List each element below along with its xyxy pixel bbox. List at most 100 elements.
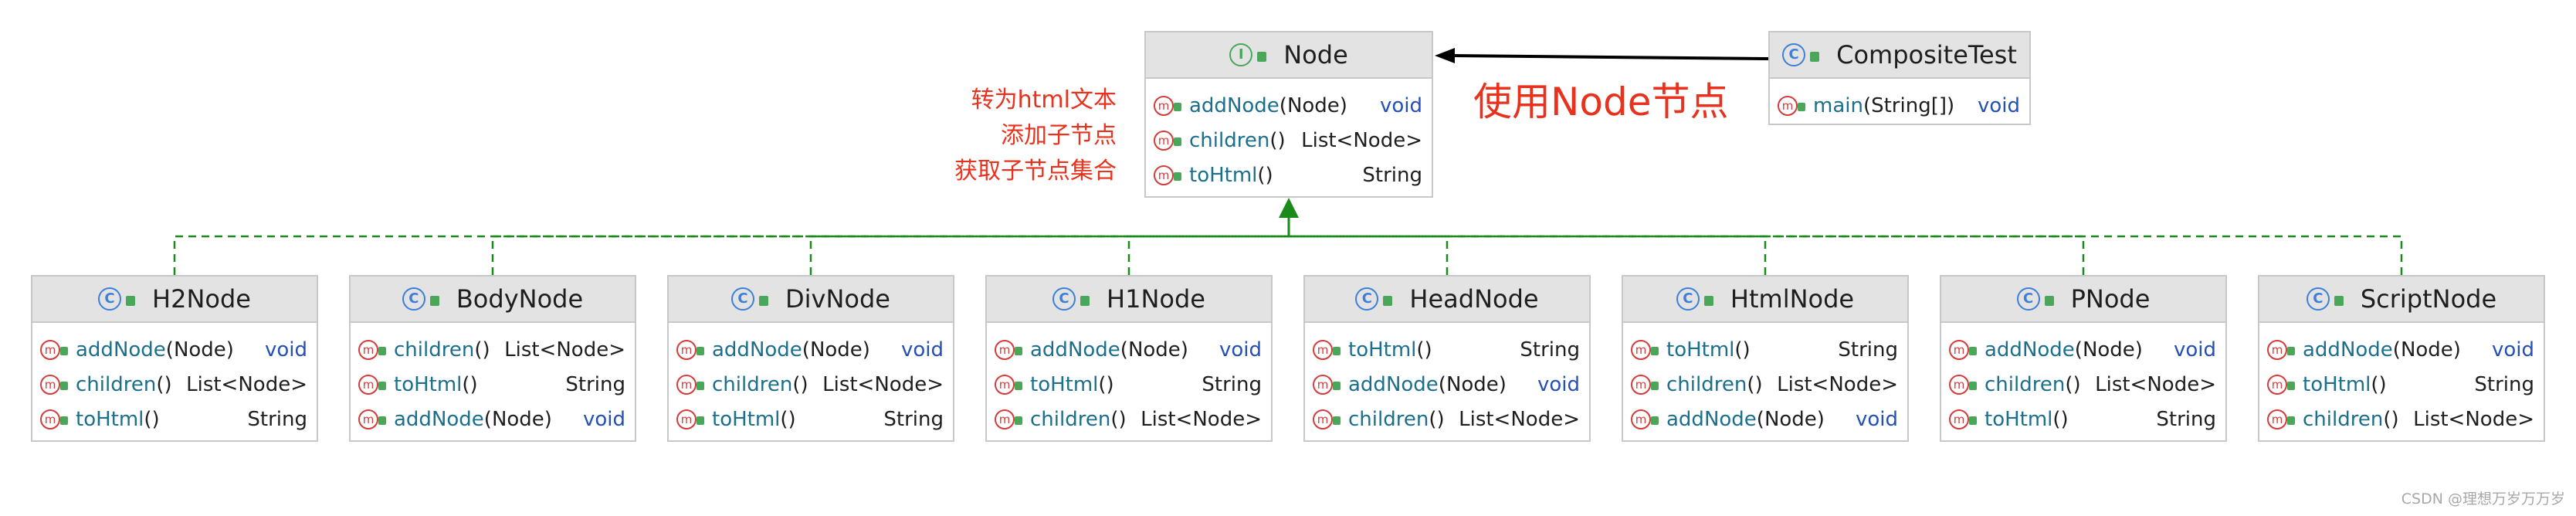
uses-node-label: 使用Node节点 bbox=[1473, 80, 1729, 124]
return-type: String bbox=[565, 372, 625, 396]
method-name: children bbox=[2303, 407, 2384, 431]
public-visibility-icon bbox=[1810, 51, 1820, 62]
method-icon: m bbox=[1949, 374, 1969, 395]
method-name: toHtml bbox=[76, 407, 144, 431]
method-name: toHtml bbox=[1985, 407, 2053, 431]
method-icon: m bbox=[1154, 130, 1174, 151]
public-visibility-icon bbox=[1651, 347, 1659, 355]
method-params: () bbox=[2052, 407, 2069, 431]
return-type: void bbox=[1537, 372, 1580, 396]
return-type: String bbox=[247, 407, 307, 431]
method-icon: m bbox=[1154, 95, 1174, 116]
method-icon: m bbox=[1778, 95, 1798, 116]
method-icon: m bbox=[40, 374, 60, 395]
method-params: () bbox=[2065, 372, 2081, 396]
return-type: List<Node> bbox=[1301, 128, 1422, 152]
class-name: CompositeTest bbox=[1836, 40, 2017, 70]
public-visibility-icon bbox=[1333, 416, 1341, 425]
public-visibility-icon bbox=[1015, 347, 1022, 355]
method-name: addNode bbox=[1985, 338, 2075, 362]
public-visibility-icon bbox=[759, 295, 768, 306]
method-row[interactable]: m toHtml () String bbox=[1146, 158, 1432, 192]
class-composite-test[interactable]: C CompositeTest m main (String[]) void bbox=[1768, 31, 2031, 125]
public-visibility-icon bbox=[1174, 172, 1181, 181]
method-params: () bbox=[462, 372, 478, 396]
method-name: toHtml bbox=[1030, 372, 1099, 396]
class-icon: C bbox=[2016, 287, 2040, 311]
method-row[interactable]: m children () List<Node> bbox=[1146, 123, 1432, 158]
method-params: (Node) bbox=[802, 338, 870, 362]
implements-edge-h2node bbox=[173, 235, 1289, 275]
method-params: () bbox=[2371, 372, 2387, 396]
public-visibility-icon bbox=[1969, 382, 1977, 390]
public-visibility-icon bbox=[378, 416, 386, 425]
method-row[interactable]: m addNode (Node) void bbox=[1146, 88, 1432, 123]
method-params: () bbox=[1257, 163, 1273, 187]
method-params: () bbox=[474, 338, 490, 362]
class-name: HtmlNode bbox=[1730, 284, 1855, 314]
class-name: Node bbox=[1283, 40, 1348, 70]
class-node[interactable]: I Node m addNode (Node) void m children … bbox=[1144, 31, 1433, 198]
implements-arrowhead bbox=[1279, 198, 1299, 218]
method-name: main bbox=[1813, 93, 1863, 117]
class-icon: C bbox=[402, 287, 425, 311]
return-type: void bbox=[2491, 338, 2534, 362]
method-name: toHtml bbox=[394, 372, 463, 396]
method-name: addNode bbox=[76, 338, 166, 362]
class-icon: C bbox=[1355, 287, 1379, 311]
public-visibility-icon bbox=[1174, 137, 1181, 146]
method-list: m addNode (Node) void m children () List… bbox=[1146, 79, 1432, 192]
method-icon: m bbox=[1313, 374, 1333, 395]
method-name: children bbox=[1030, 407, 1111, 431]
method-params: () bbox=[156, 372, 172, 396]
public-visibility-icon bbox=[1174, 103, 1181, 111]
public-visibility-icon bbox=[2334, 295, 2344, 306]
implements-edge-divnode bbox=[809, 235, 1289, 275]
public-visibility-icon bbox=[697, 347, 704, 355]
method-row[interactable]: m main (String[]) void bbox=[1770, 88, 2029, 123]
method-params: () bbox=[1416, 338, 1432, 362]
interface-icon: I bbox=[1229, 43, 1253, 66]
public-visibility-icon bbox=[1257, 51, 1267, 62]
method-params: (Node) bbox=[1279, 93, 1347, 117]
method-name: toHtml bbox=[1348, 338, 1417, 362]
